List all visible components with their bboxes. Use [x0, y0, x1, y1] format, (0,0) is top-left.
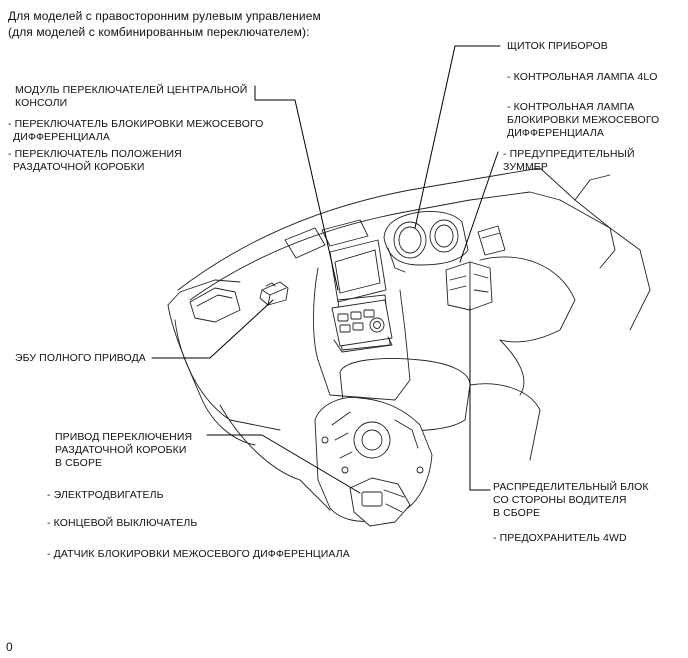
label-transfer-switch-1: - ПЕРЕКЛЮЧАТЕЛЬ ПОЛОЖЕНИЯ: [8, 148, 182, 160]
steering-column: [479, 256, 576, 343]
dashboard-top-outline: [177, 167, 616, 291]
label-combination-meter: ЩИТОК ПРИБОРОВ: [507, 40, 608, 52]
label-diff-lock-sensor: - ДАТЧИК БЛОКИРОВКИ МЕЖОСЕВОГО ДИФФЕРЕНЦ…: [47, 548, 350, 560]
label-lamp-4lo: - КОНТРОЛЬНАЯ ЛАМПА 4LO: [507, 71, 658, 83]
header-line-1: Для моделей с правосторонним рулевым упр…: [8, 9, 321, 23]
label-ecu-4wd: ЭБУ ПОЛНОГО ПРИВОДА: [15, 352, 146, 364]
dashboard-left-end: [167, 279, 241, 306]
label-console-module-2: КОНСОЛИ: [15, 97, 68, 109]
label-motor: - ЭЛЕКТРОДВИГАТЕЛЬ: [47, 489, 164, 501]
label-console-module-1: МОДУЛЬ ПЕРЕКЛЮЧАТЕЛЕЙ ЦЕНТРАЛЬНОЙ: [15, 84, 248, 96]
dashboard-upper-edge: [189, 191, 561, 301]
label-actuator-3: В СБОРЕ: [55, 457, 103, 469]
center-vent-left: [284, 227, 326, 259]
junction-block-shape: [445, 261, 493, 311]
label-diff-lamp-3: ДИФФЕРЕНЦИАЛА: [507, 127, 604, 139]
center-display: [334, 249, 381, 294]
right-door-line: [559, 199, 651, 331]
right-vent: [477, 225, 506, 256]
center-vent-right: [321, 219, 369, 247]
ecu-4wd-shape: [259, 281, 289, 306]
combination-meter-shape: [383, 211, 469, 273]
figure-code: 0: [6, 640, 13, 654]
label-junction-block-1: РАСПРЕДЕЛИТЕЛЬНЫЙ БЛОК: [493, 481, 649, 493]
header-line-2: (для моделей с комбинированным переключа…: [8, 25, 310, 39]
console-switch-module: [331, 299, 393, 353]
dashboard-lower-edge: [167, 304, 256, 446]
label-transfer-switch-2: РАЗДАТОЧНОЙ КОРОБКИ: [13, 161, 145, 173]
label-limit-switch: - КОНЦЕВОЙ ВЫКЛЮЧАТЕЛЬ: [47, 517, 198, 529]
label-buzzer-2: ЗУММЕР: [503, 161, 548, 173]
label-actuator-1: ПРИВОД ПЕРЕКЛЮЧЕНИЯ: [55, 431, 193, 443]
label-buzzer-1: - ПРЕДУПРЕДИТЕЛЬНЫЙ: [503, 148, 635, 160]
label-actuator-2: РАЗДАТОЧНОЙ КОРОБКИ: [55, 444, 187, 456]
label-diff-lamp-1: - КОНТРОЛЬНАЯ ЛАМПА: [507, 101, 635, 113]
label-fuse-4wd: - ПРЕДОХРАНИТЕЛЬ 4WD: [493, 532, 627, 544]
label-diff-lock-switch-1: - ПЕРЕКЛЮЧАТЕЛЬ БЛОКИРОВКИ МЕЖОСЕВОГО: [8, 118, 264, 130]
leader-lines: [151, 45, 501, 494]
label-diff-lamp-2: БЛОКИРОВКИ МЕЖОСЕВОГО: [507, 114, 660, 126]
floor-line: [219, 404, 331, 511]
left-vent: [189, 287, 241, 323]
label-diff-lock-switch-2: ДИФФЕРЕНЦИАЛА: [13, 131, 110, 143]
label-junction-block-2: СО СТОРОНЫ ВОДИТЕЛЯ: [493, 494, 627, 506]
left-lower-panel: [174, 319, 281, 431]
transfer-actuator-shape: [314, 397, 433, 527]
center-stack: [313, 267, 411, 401]
label-junction-block-3: В СБОРЕ: [493, 507, 541, 519]
